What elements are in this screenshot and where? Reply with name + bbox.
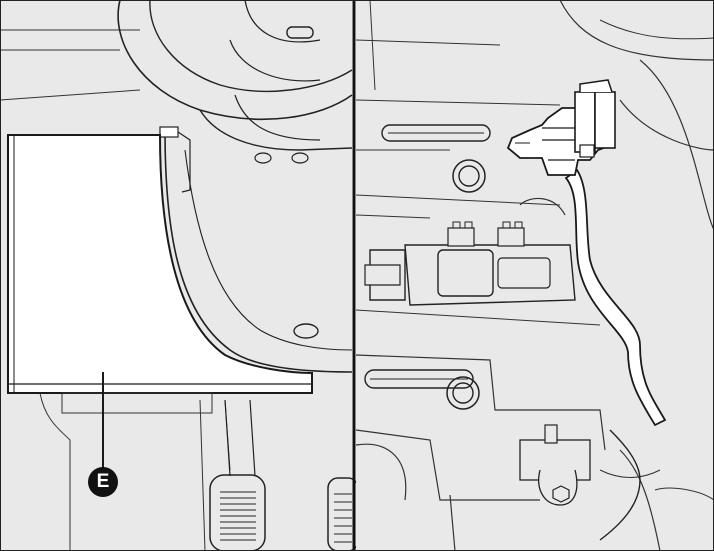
wiring-harness	[564, 168, 667, 427]
relay-box	[364, 221, 576, 306]
left-panel-footwell	[0, 0, 359, 551]
callout-badge-e: E	[88, 467, 118, 497]
trim-panel-e	[7, 134, 313, 394]
brake-pedal	[209, 399, 266, 551]
connector-plug	[506, 79, 616, 176]
right-panel-connector-detail	[355, 0, 714, 551]
